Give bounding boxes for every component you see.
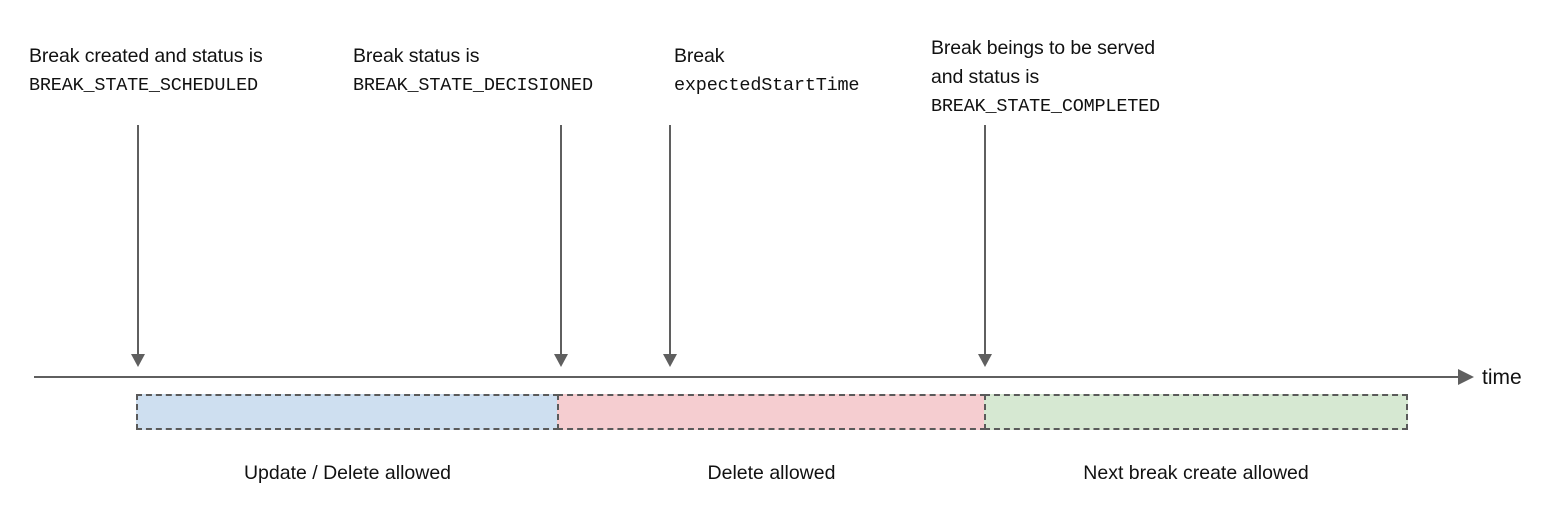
event-label-completed-state: BREAK_STATE_COMPLETED (931, 96, 1160, 117)
event-label-decisioned-line1: Break status is (353, 45, 480, 67)
event-label-scheduled: Break created and status is BREAK_STATE_… (29, 42, 263, 100)
event-label-completed-line1: Break beings to be served (931, 37, 1156, 59)
event-label-decisioned-state: BREAK_STATE_DECISIONED (353, 75, 593, 96)
marker-arrow-expected-stem (669, 125, 671, 354)
marker-arrow-scheduled-icon (128, 125, 148, 367)
marker-arrow-completed-stem (984, 125, 986, 354)
marker-arrow-decisioned-head (554, 354, 568, 367)
marker-arrow-decisioned-icon (551, 125, 571, 367)
event-label-decisioned: Break status is BREAK_STATE_DECISIONED (353, 42, 593, 100)
phase-bar-completed (984, 394, 1408, 430)
time-axis-line (34, 376, 1471, 378)
marker-arrow-completed-head (978, 354, 992, 367)
event-label-scheduled-line1: Break created and status is (29, 45, 263, 67)
phase-bar-scheduled (136, 394, 559, 430)
marker-arrow-completed-icon (975, 125, 995, 367)
phase-bar-decisioned (557, 394, 986, 430)
event-label-completed: Break beings to be served and status is … (931, 34, 1160, 121)
event-label-expected-field: expectedStartTime (674, 75, 860, 96)
time-axis-label: time (1482, 366, 1522, 389)
marker-arrow-scheduled-stem (137, 125, 139, 354)
event-label-expected-start-time: Break expectedStartTime (674, 42, 860, 100)
phase-caption-scheduled: Update / Delete allowed (243, 462, 452, 484)
marker-arrow-expected-head (663, 354, 677, 367)
event-label-completed-line2: and status is (931, 66, 1040, 88)
event-label-expected-line1: Break (674, 45, 725, 67)
phase-caption-completed: Next break create allowed (1083, 462, 1309, 484)
marker-arrow-expected-start-time-icon (660, 125, 680, 367)
marker-arrow-decisioned-stem (560, 125, 562, 354)
time-axis-arrow-icon (1458, 369, 1474, 385)
phase-caption-decisioned: Delete allowed (707, 462, 836, 484)
event-label-scheduled-state: BREAK_STATE_SCHEDULED (29, 75, 258, 96)
marker-arrow-scheduled-head (131, 354, 145, 367)
